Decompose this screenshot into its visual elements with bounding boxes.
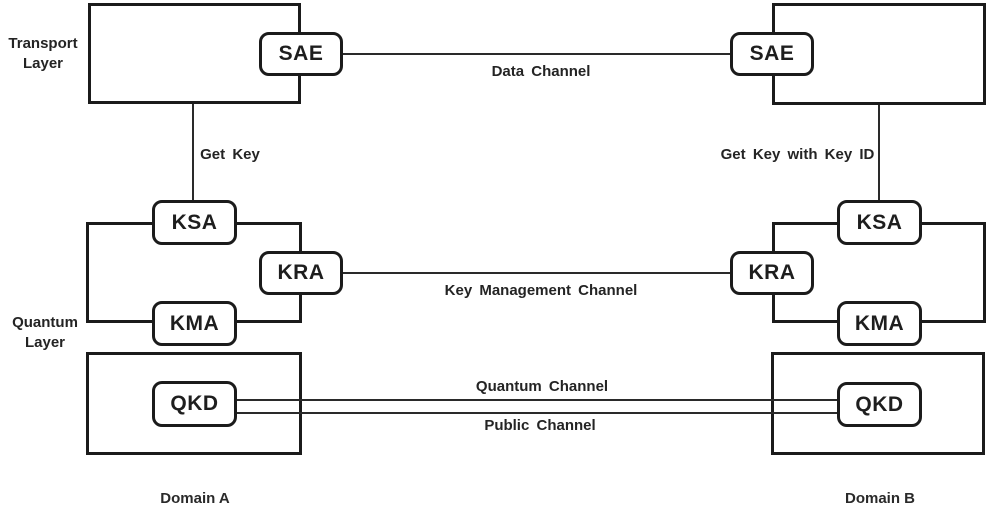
quantum-layer-label-line1: Quantum	[12, 314, 78, 331]
kma-node-domain-b: KMA	[837, 301, 922, 346]
public-channel-line	[235, 412, 839, 414]
ksa-node-label: KSA	[856, 210, 903, 234]
sae-node-label: SAE	[749, 42, 795, 65]
quantum-layer-label: Quantum Layer	[0, 313, 90, 353]
get-key-line-domain-a	[192, 104, 194, 201]
sae-node-domain-a: SAE	[259, 32, 343, 76]
qkd-node-domain-b: QKD	[837, 382, 922, 427]
quantum-channel-line	[235, 399, 839, 401]
qkd-node-label: QKD	[855, 392, 904, 416]
qkd-box-domain-a	[86, 352, 302, 455]
kma-node-label: KMA	[854, 311, 905, 335]
get-key-line-domain-b	[878, 105, 880, 201]
data-channel-line	[341, 53, 732, 55]
sae-node-label: SAE	[278, 42, 324, 65]
transport-layer-label-line2: Layer	[22, 55, 64, 72]
get-key-label: Get Key	[200, 146, 260, 163]
sae-node-domain-b: SAE	[730, 32, 814, 76]
transport-layer-label: Transport Layer	[0, 34, 86, 74]
kma-node-domain-a: KMA	[152, 301, 237, 346]
key-management-channel-label: Key Management Channel	[444, 282, 638, 299]
kma-node-label: KMA	[169, 311, 220, 335]
ksa-node-label: KSA	[171, 210, 218, 234]
domain-a-label: Domain A	[160, 490, 230, 507]
transport-layer-label-line1: Transport	[8, 35, 78, 52]
domain-b-label: Domain B	[844, 490, 915, 507]
public-channel-label: Public Channel	[484, 417, 596, 434]
qkd-node-domain-a: QKD	[152, 381, 237, 427]
kra-node-domain-a: KRA	[259, 251, 343, 295]
data-channel-label: Data Channel	[491, 63, 591, 80]
qkd-box-domain-b	[771, 352, 985, 455]
ksa-node-domain-a: KSA	[152, 200, 237, 245]
kra-node-label: KRA	[748, 261, 796, 284]
get-key-with-key-id-label: Get Key with Key ID	[720, 146, 875, 163]
ksa-node-domain-b: KSA	[837, 200, 922, 245]
kra-node-domain-b: KRA	[730, 251, 814, 295]
kra-node-label: KRA	[277, 261, 325, 284]
quantum-channel-label: Quantum Channel	[475, 378, 609, 395]
key-management-channel-line	[341, 272, 732, 274]
qkd-node-label: QKD	[170, 392, 219, 415]
quantum-layer-label-line2: Layer	[24, 334, 66, 351]
